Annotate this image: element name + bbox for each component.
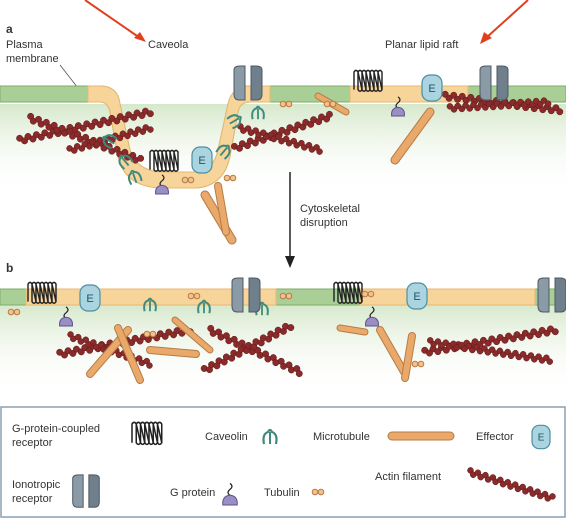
raft-b-right xyxy=(359,288,536,306)
caveola-pointer-arrow xyxy=(84,0,146,42)
legend-tubulin-label: Tubulin xyxy=(264,487,300,499)
tubulin xyxy=(323,100,337,108)
caveolin xyxy=(262,428,278,445)
microtubule xyxy=(171,316,214,354)
caveolin xyxy=(226,114,242,130)
plasma-membrane-label-2: membrane xyxy=(6,53,59,65)
microtubule xyxy=(114,324,144,384)
effector-protein: E xyxy=(531,424,551,450)
ionotropic-receptor xyxy=(231,277,261,313)
microtubule xyxy=(376,326,408,376)
cytoskeletal-disruption-label-2: disruption xyxy=(300,217,348,229)
legend-icons: E xyxy=(72,421,556,508)
caveolin xyxy=(118,154,134,170)
ionotropic-receptor xyxy=(537,277,566,313)
g-protein xyxy=(222,482,238,506)
g-protein xyxy=(365,306,379,327)
tubulin xyxy=(7,308,21,316)
caveolin xyxy=(215,144,231,160)
actin-filament xyxy=(207,324,303,378)
actin-filament xyxy=(446,97,552,113)
g-protein xyxy=(59,306,73,327)
microtubule xyxy=(390,107,435,165)
disruption-arrow xyxy=(285,172,295,268)
ionotropic-receptor xyxy=(72,474,100,508)
svg-text:E: E xyxy=(198,155,205,167)
tubulin xyxy=(311,488,325,496)
effector-protein: E xyxy=(79,284,101,312)
tubulin xyxy=(187,292,201,300)
caveolin xyxy=(127,169,143,186)
actin-filament xyxy=(237,123,323,155)
tubulin xyxy=(279,100,293,108)
legend-actin-label: Actin filament xyxy=(375,471,441,483)
caveolin xyxy=(251,105,265,120)
planar-lipid-raft-label: Planar lipid raft xyxy=(385,39,458,51)
legend-ionotropic-label: Ionotropic xyxy=(12,479,61,491)
legend-microtubule-label: Microtubule xyxy=(313,431,370,443)
tubulin xyxy=(361,290,375,298)
caveolin xyxy=(102,134,118,150)
actin-group-b xyxy=(56,322,559,378)
gpcr-receptor xyxy=(27,281,57,304)
microtubule xyxy=(401,332,416,382)
actin-filament xyxy=(426,337,554,365)
svg-text:E: E xyxy=(538,433,545,444)
cytoskeletal-disruption-label: Cytoskeletal xyxy=(300,203,360,215)
effector-protein: E xyxy=(421,74,443,102)
legend-ionotropic-label-2: receptor xyxy=(12,493,53,505)
legend-effector-label: Effector xyxy=(476,431,514,443)
tubulin xyxy=(411,360,425,368)
panel-a-label: a xyxy=(6,22,13,36)
g-protein xyxy=(155,174,169,195)
microtubule-group-b xyxy=(86,316,416,384)
effector-protein: E xyxy=(191,146,213,174)
tubulin xyxy=(181,176,195,184)
gpcr-receptor xyxy=(353,69,383,92)
tubulin xyxy=(143,330,157,338)
effector-protein: E xyxy=(406,282,428,310)
microtubule xyxy=(336,324,369,336)
caveola-label: Caveola xyxy=(148,39,189,51)
microtubule xyxy=(214,182,230,236)
legend-gprotein-label: G protein xyxy=(170,487,215,499)
plasma-membrane-pointer xyxy=(59,64,79,89)
caveolin xyxy=(143,297,157,312)
membrane-proteins: E E E E xyxy=(7,65,566,368)
ionotropic-receptor xyxy=(233,65,263,101)
legend-gpcr-label-2: receptor xyxy=(12,437,53,449)
caveolin xyxy=(197,299,211,314)
gpcr-receptor xyxy=(131,421,163,446)
actin-filament xyxy=(200,322,295,374)
tubulin xyxy=(279,292,293,300)
svg-text:E: E xyxy=(428,83,435,95)
raft-pointer-arrow xyxy=(480,0,529,44)
legend-gpcr-label: G-protein-coupled xyxy=(12,423,100,435)
actin-filament xyxy=(421,325,559,357)
actin-filament xyxy=(67,331,153,369)
g-protein xyxy=(391,96,405,117)
actin-filament xyxy=(467,467,556,502)
tubulin xyxy=(223,174,237,182)
microtubule-group-a xyxy=(200,92,435,245)
gpcr-receptor xyxy=(333,281,363,304)
svg-text:E: E xyxy=(86,293,93,305)
svg-text:E: E xyxy=(413,291,420,303)
ionotropic-receptor xyxy=(479,65,509,101)
plasma-membrane-label: Plasma xyxy=(6,39,44,51)
gpcr-receptor xyxy=(149,149,179,172)
panel-b-label: b xyxy=(6,261,13,275)
legend-caveolin-label: Caveolin xyxy=(205,431,248,443)
microtubule xyxy=(146,346,200,358)
